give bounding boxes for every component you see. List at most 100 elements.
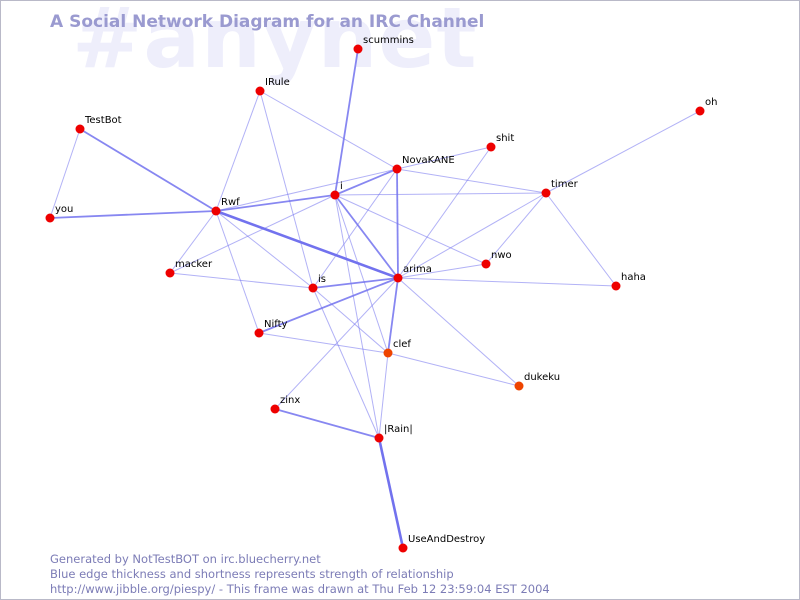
edge-i-macker: [169, 194, 336, 274]
node-you: you: [45, 204, 73, 223]
node-label-zinx: zinx: [280, 395, 300, 406]
node-label-nwo: nwo: [491, 250, 512, 261]
node-label-oh: oh: [705, 97, 717, 108]
edge-arima-zinx: [274, 277, 399, 410]
node-label-arima: arima: [403, 264, 432, 275]
node-label-dukeku: dukeku: [524, 372, 560, 383]
channel-watermark: #anynet: [72, 0, 478, 87]
edge-rwf-nifty: [215, 210, 260, 334]
node-dot-shit: [486, 142, 496, 152]
node-label-testbot: TestBot: [84, 115, 122, 126]
edge-i-novakane: [334, 168, 398, 196]
edges-layer: [49, 48, 701, 549]
node-label-haha: haha: [621, 272, 646, 283]
edge-scummins-i: [334, 48, 359, 196]
edge-i-nwo: [334, 194, 487, 265]
edge-arima-is: [312, 277, 399, 289]
node-label-useanddestroy: UseAndDestroy: [408, 534, 485, 545]
node-novakane: NovaKANE: [392, 155, 455, 174]
node-dot-zinx: [270, 404, 280, 414]
node-label-i: i: [340, 181, 343, 192]
node-label-novakane: NovaKANE: [402, 155, 455, 166]
diagram-title: A Social Network Diagram for an IRC Chan…: [50, 12, 485, 32]
node-label-macker: macker: [175, 259, 213, 270]
node-macker: macker: [165, 259, 213, 278]
edge-rwf-macker: [169, 210, 217, 274]
node-label-is: is: [318, 274, 326, 285]
node-label-scummins: scummins: [363, 35, 414, 46]
edge-rwf-arima: [215, 209, 399, 280]
edge-i-timer: [334, 192, 547, 196]
edge-i-arima: [334, 194, 399, 279]
footer-generated-by: Generated by NotTestBOT on irc.bluecherr…: [50, 552, 321, 566]
footer-url-timestamp: http://www.jibble.org/piespy/ - This fra…: [50, 582, 550, 596]
node-dot-you: [45, 213, 55, 223]
node-label-rwf: Rwf: [221, 197, 240, 208]
node-rwf: Rwf: [211, 197, 240, 216]
node-dot-useanddestroy: [398, 543, 408, 553]
node-dot-oh: [695, 106, 705, 116]
node-dot-timer: [541, 188, 551, 198]
node-irule: IRule: [255, 77, 290, 96]
node-i: i: [330, 181, 343, 200]
node-useanddestroy: UseAndDestroy: [398, 534, 485, 553]
node-dot-rain: [374, 433, 384, 443]
edge-clef-rain: [378, 352, 389, 439]
edge-arima-clef: [387, 277, 399, 354]
node-dot-haha: [611, 281, 621, 291]
node-scummins: scummins: [353, 35, 414, 54]
node-arima: arima: [393, 264, 432, 283]
node-clef: clef: [383, 339, 411, 358]
edge-irule-rwf: [215, 90, 261, 212]
edge-arima-dukeku: [397, 277, 520, 387]
node-dot-nwo: [481, 259, 491, 269]
node-dot-scummins: [353, 44, 363, 54]
edge-is-rain: [312, 287, 380, 439]
edge-arima-nifty: [258, 277, 399, 334]
node-label-nifty: Nifty: [264, 319, 288, 330]
node-nifty: Nifty: [254, 319, 288, 338]
edge-oh-timer: [545, 110, 701, 194]
node-nwo: nwo: [481, 250, 512, 269]
node-dot-macker: [165, 268, 175, 278]
edge-rwf-novakane: [215, 168, 398, 212]
node-haha: haha: [611, 272, 646, 291]
footer: Generated by NotTestBOT on irc.bluecherr…: [50, 552, 550, 597]
edge-rain-useanddestroy: [377, 437, 405, 549]
edge-timer-nwo: [485, 192, 547, 265]
edge-is-clef: [312, 287, 389, 354]
edge-rwf-i: [215, 194, 336, 212]
node-label-irule: IRule: [265, 77, 290, 88]
footer-legend-note: Blue edge thickness and shortness repres…: [50, 567, 454, 581]
node-dot-is: [308, 283, 318, 293]
edge-shit-arima: [397, 146, 492, 279]
node-dot-rwf: [211, 206, 221, 216]
edge-testbot-rwf: [79, 128, 217, 212]
edge-novakane-shit: [396, 146, 492, 170]
edge-testbot-you: [49, 128, 81, 219]
node-oh: oh: [695, 97, 717, 116]
edge-novakane-arima: [396, 168, 399, 279]
edge-nifty-clef: [258, 332, 389, 354]
node-dot-arima: [393, 273, 403, 283]
node-dot-i: [330, 190, 340, 200]
node-label-shit: shit: [496, 133, 514, 144]
edge-novakane-is: [312, 168, 398, 289]
edge-i-rain: [334, 194, 380, 439]
edge-irule-is: [259, 90, 314, 289]
edge-you-rwf: [49, 210, 217, 219]
edge-zinx-rain: [274, 408, 380, 439]
node-dot-novakane: [392, 164, 402, 174]
edge-i-clef: [334, 194, 389, 354]
node-rain: |Rain|: [374, 424, 413, 443]
node-dot-irule: [255, 86, 265, 96]
node-zinx: zinx: [270, 395, 300, 414]
edge-timer-arima: [397, 192, 547, 279]
node-dot-testbot: [75, 124, 85, 134]
node-label-timer: timer: [551, 179, 579, 190]
node-label-rain: |Rain|: [384, 424, 413, 435]
edge-clef-dukeku: [387, 352, 520, 387]
edge-arima-haha: [397, 277, 617, 287]
